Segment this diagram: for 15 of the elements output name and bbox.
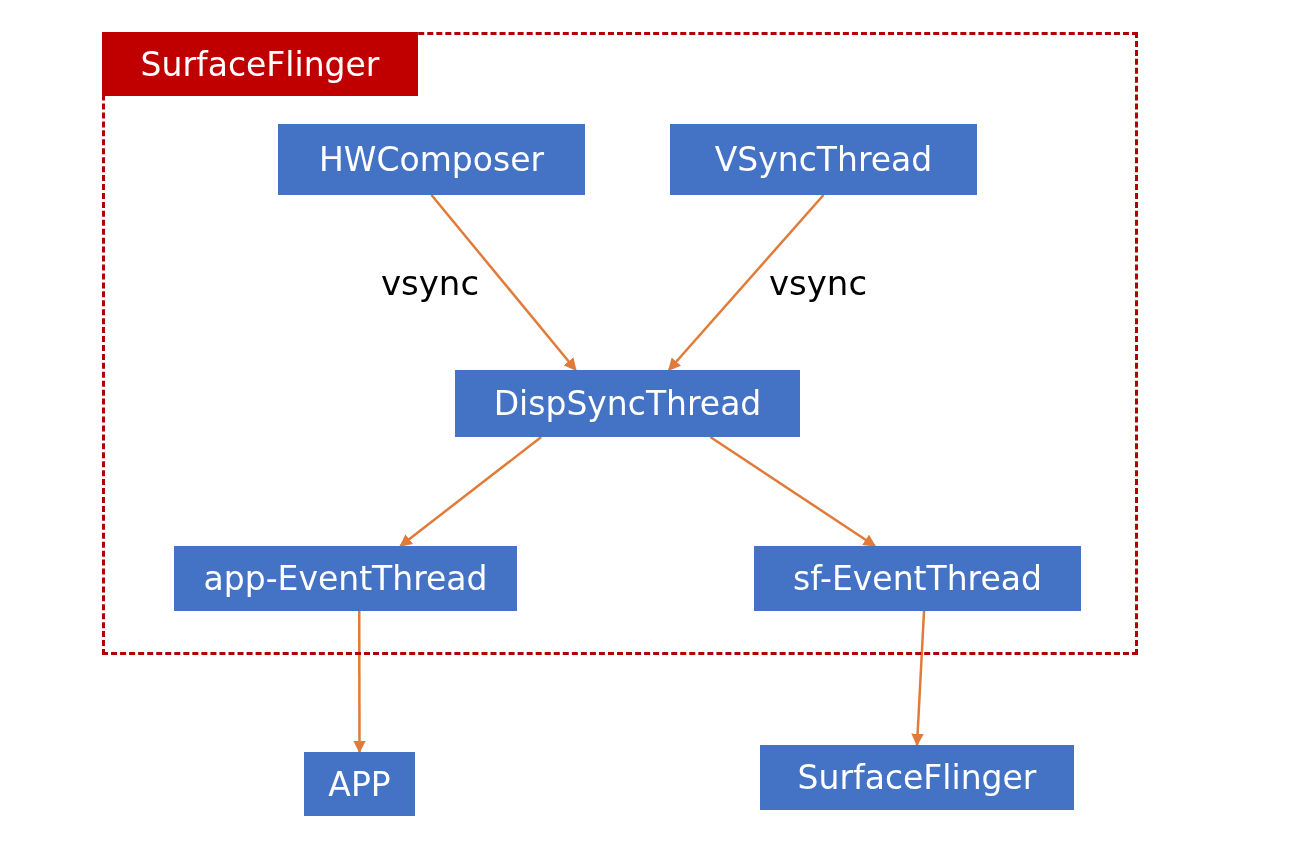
process-box: VSyncThread: [670, 124, 977, 195]
arrow: [430, 194, 577, 371]
arrow: [353, 611, 366, 754]
process-box: app-EventThread: [174, 546, 517, 611]
arrow: [911, 610, 926, 747]
process-box: SurfaceFlinger: [760, 745, 1074, 810]
process-box: sf-EventThread: [754, 546, 1081, 611]
process-box: HWComposer: [278, 124, 585, 195]
arrow: [667, 194, 825, 371]
dashed-group-frame: [102, 32, 1138, 655]
process-box: DispSyncThread: [455, 370, 800, 437]
arrow: [399, 436, 542, 547]
process-box: APP: [304, 752, 415, 816]
arrow: [709, 435, 877, 548]
group-title: SurfaceFlinger: [102, 32, 418, 96]
